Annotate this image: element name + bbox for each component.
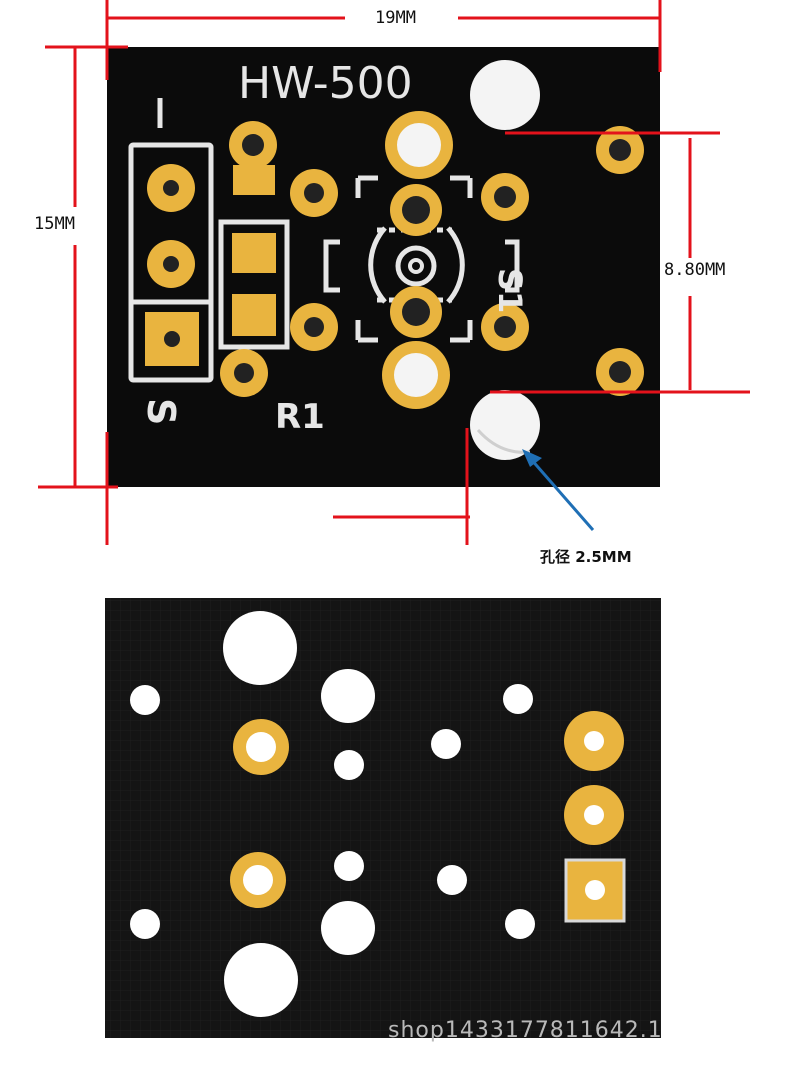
back-hole-small bbox=[437, 865, 467, 895]
mounting-hole-top bbox=[470, 60, 540, 130]
back-hole-switch-top bbox=[321, 669, 375, 723]
height-dimension-label: 15MM bbox=[34, 214, 75, 234]
back-hole-small bbox=[431, 729, 461, 759]
hole-diameter-label: 孔径 2.5MM bbox=[540, 548, 632, 566]
back-header-pad-square bbox=[564, 858, 626, 923]
back-mounting-hole-top bbox=[223, 611, 297, 685]
back-pad-upper-left bbox=[233, 719, 289, 775]
hole-diameter-pointer bbox=[522, 449, 595, 531]
shop-watermark: shop1433177811642.1 bbox=[388, 1018, 663, 1043]
switch-center-ring bbox=[395, 245, 437, 287]
back-hole-small bbox=[503, 684, 533, 714]
back-mounting-hole-bottom bbox=[224, 943, 298, 1017]
hole-spacing-label: 8.80MM bbox=[664, 260, 726, 280]
resistor-outline bbox=[218, 219, 290, 350]
width-dimension-label: 19MM bbox=[375, 8, 416, 28]
back-header-pad-2 bbox=[564, 785, 624, 845]
switch-outline bbox=[323, 175, 520, 343]
back-pad-lower-left bbox=[230, 852, 286, 908]
back-hole-small bbox=[130, 909, 160, 939]
back-hole-small bbox=[334, 750, 364, 780]
signal-pin-label: S bbox=[139, 398, 183, 426]
resistor-pad-top bbox=[232, 233, 276, 273]
back-header-pad-1 bbox=[564, 711, 624, 771]
back-hole-switch-bottom bbox=[321, 901, 375, 955]
pcb-board-back bbox=[105, 598, 661, 1038]
board-model-label: HW-500 bbox=[238, 58, 413, 109]
back-hole-small bbox=[130, 685, 160, 715]
top-view-diagram bbox=[38, 0, 750, 545]
pcb-board-front bbox=[107, 47, 660, 487]
back-hole-small bbox=[505, 909, 535, 939]
switch-label: S1 bbox=[491, 268, 529, 314]
resistor-label: R1 bbox=[275, 397, 325, 437]
back-hole-small bbox=[334, 851, 364, 881]
header-outline bbox=[128, 142, 214, 383]
resistor-pad-bottom bbox=[232, 294, 276, 336]
dimension-lines bbox=[38, 0, 750, 545]
mounting-hole-bottom bbox=[470, 390, 540, 460]
